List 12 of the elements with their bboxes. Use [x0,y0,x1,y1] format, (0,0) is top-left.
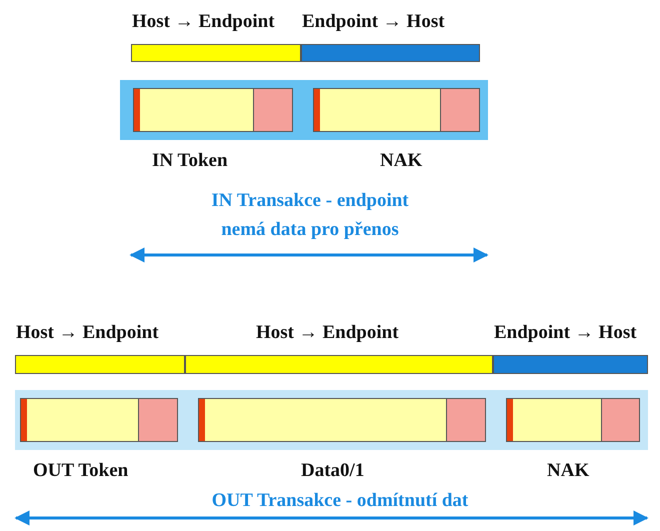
direction-label: Host → Endpoint [132,11,275,33]
packet-label: OUT Token [33,460,128,482]
transaction-caption: OUT Transakce - odmítnutí dat [210,489,470,513]
packet-label: IN Token [152,150,228,172]
packet-label: Data0/1 [301,460,364,482]
transaction-caption: IN Transakce - endpoint nemá data pro přenos [210,189,410,242]
packet-label: NAK [547,460,590,482]
packet-label: NAK [380,150,422,172]
direction-label: Endpoint → Host [302,11,445,33]
direction-label: Endpoint → Host [494,322,637,344]
direction-label: Host → Endpoint [256,322,399,344]
direction-label: Host → Endpoint [16,322,159,344]
